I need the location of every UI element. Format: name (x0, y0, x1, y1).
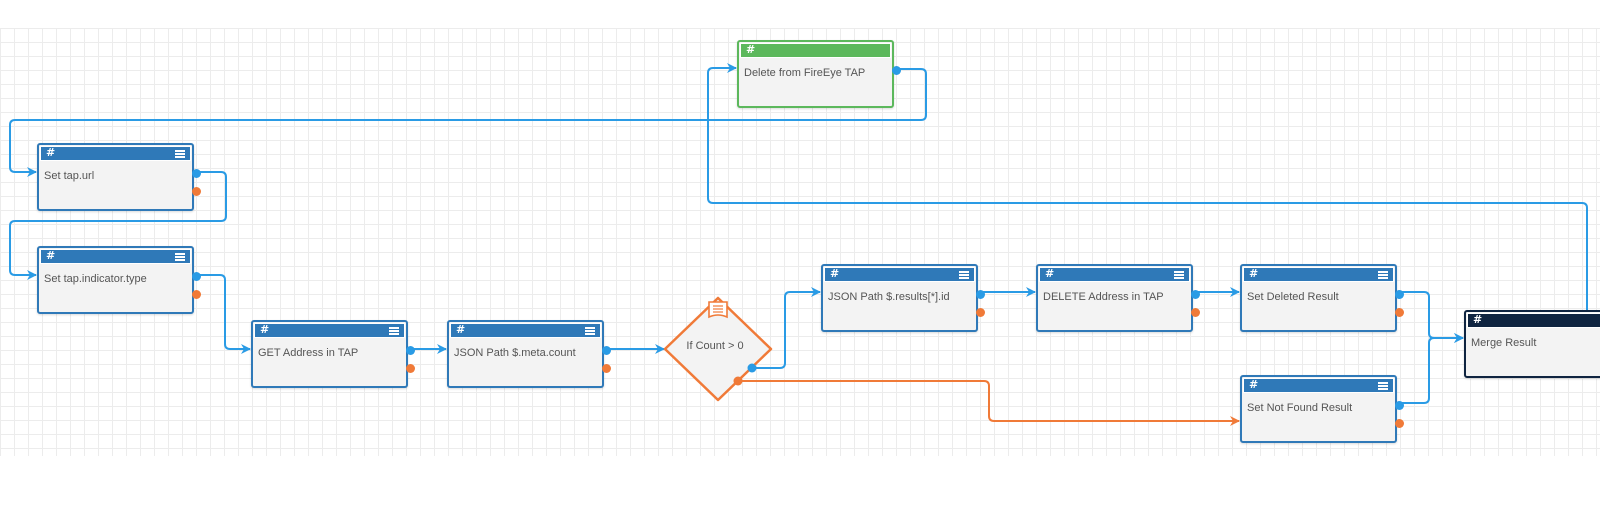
hamburger-menu-icon[interactable] (959, 271, 969, 279)
hash-icon: # (46, 146, 56, 159)
hamburger-menu-icon[interactable] (389, 327, 399, 335)
hash-icon: # (830, 267, 840, 280)
error-port[interactable] (976, 308, 985, 317)
wire-decision-to-set-not-found[interactable] (738, 380, 1240, 426)
wire-indicator-type-to-get-address[interactable] (197, 274, 251, 354)
hash-icon: # (1249, 378, 1259, 391)
hamburger-menu-icon[interactable] (1378, 382, 1388, 390)
node-delete-address-in-tap[interactable]: # DELETE Address in TAP (1036, 264, 1200, 332)
error-port[interactable] (192, 290, 201, 299)
hamburger-menu-icon[interactable] (1378, 271, 1388, 279)
node-header[interactable]: # (40, 146, 191, 161)
hamburger-menu-icon[interactable] (585, 327, 595, 335)
success-port[interactable] (406, 346, 415, 355)
decision-diamond[interactable] (663, 296, 773, 402)
node-set-not-found-result[interactable]: # Set Not Found Result (1240, 375, 1404, 443)
success-port[interactable] (192, 169, 201, 178)
wire-decision-to-json-results-id[interactable] (752, 287, 821, 369)
hamburger-menu-icon[interactable] (175, 253, 185, 261)
node-delete-from-fireeye-tap[interactable]: # Delete from FireEye TAP (737, 40, 901, 108)
node-set-tap-url[interactable]: # Set tap.url (37, 143, 201, 211)
node-merge-result[interactable]: # Merge Result (1464, 310, 1600, 378)
hamburger-menu-icon[interactable] (1174, 271, 1184, 279)
error-port[interactable] (1191, 308, 1200, 317)
success-port[interactable] (602, 346, 611, 355)
node-title: Set Not Found Result (1247, 402, 1353, 414)
success-port[interactable] (976, 290, 985, 299)
node-title: DELETE Address in TAP (1043, 291, 1164, 303)
node-set-deleted-result[interactable]: # Set Deleted Result (1240, 264, 1404, 332)
error-port[interactable] (1395, 419, 1404, 428)
error-port[interactable] (406, 364, 415, 373)
hash-icon: # (1473, 313, 1483, 326)
error-port[interactable] (602, 364, 611, 373)
node-header[interactable]: # (254, 323, 405, 338)
node-title: Merge Result (1471, 337, 1537, 349)
hash-icon: # (1045, 267, 1055, 280)
success-port[interactable] (1395, 401, 1404, 410)
node-header[interactable]: # (1467, 313, 1600, 328)
success-port[interactable] (892, 66, 901, 75)
node-header[interactable]: # (450, 323, 601, 338)
success-port[interactable] (1191, 290, 1200, 299)
node-header[interactable]: # (1039, 267, 1190, 282)
wire-set-tap-url-to-indicator-type[interactable] (9, 171, 227, 280)
success-port[interactable] (192, 272, 201, 281)
node-header[interactable]: # (1243, 267, 1394, 282)
decision-title: If Count > 0 (686, 340, 744, 352)
wire-delete-fireeye-to-set-tap-url[interactable] (9, 68, 927, 177)
node-title: JSON Path $.results[*].id (828, 291, 950, 303)
node-header[interactable]: # (1243, 378, 1394, 393)
wire-set-deleted-to-merge[interactable] (1400, 291, 1464, 343)
node-title: JSON Path $.meta.count (454, 347, 576, 359)
hash-icon: # (260, 323, 270, 336)
node-title: Set tap.url (44, 170, 95, 182)
node-json-path-results-id[interactable]: # JSON Path $.results[*].id (821, 264, 985, 332)
node-header[interactable]: # (40, 249, 191, 264)
node-header[interactable]: # (740, 43, 891, 58)
node-title: GET Address in TAP (258, 347, 359, 359)
node-title: Delete from FireEye TAP (744, 67, 866, 79)
hash-icon: # (1249, 267, 1259, 280)
node-json-path-meta-count[interactable]: # JSON Path $.meta.count (447, 320, 611, 388)
wire-set-not-found-to-merge[interactable] (1400, 333, 1464, 404)
success-port[interactable] (1395, 290, 1404, 299)
hash-icon: # (746, 43, 756, 56)
node-header[interactable]: # (824, 267, 975, 282)
error-port[interactable] (1395, 308, 1404, 317)
error-port[interactable] (192, 187, 201, 196)
node-title: Set tap.indicator.type (44, 273, 147, 285)
node-get-address-in-tap[interactable]: # GET Address in TAP (251, 320, 415, 388)
hamburger-menu-icon[interactable] (175, 150, 185, 158)
node-set-tap-indicator-type[interactable]: # Set tap.indicator.type (37, 246, 201, 314)
hash-icon: # (456, 323, 466, 336)
node-title: Set Deleted Result (1247, 291, 1339, 303)
hash-icon: # (46, 249, 56, 262)
